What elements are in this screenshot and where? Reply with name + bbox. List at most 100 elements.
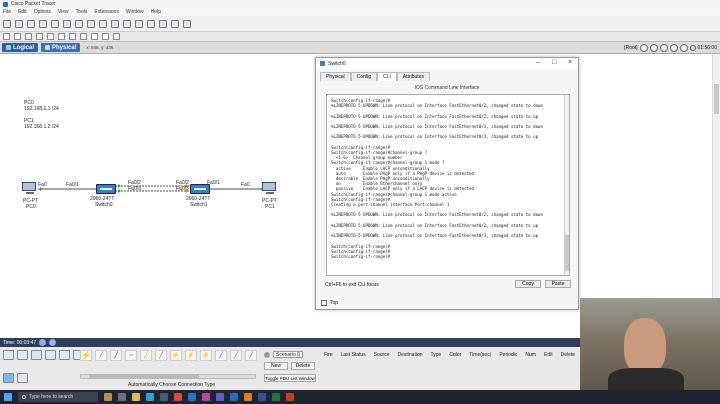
inspect-tool-icon[interactable]: [14, 33, 21, 40]
switch1-device[interactable]: [190, 184, 210, 194]
teams-icon[interactable]: [216, 393, 224, 401]
menu-edit[interactable]: Edit: [18, 9, 27, 15]
undo-icon[interactable]: [87, 19, 95, 28]
fiber-icon[interactable]: ╱: [140, 350, 152, 361]
menu-tools[interactable]: Tools: [75, 9, 88, 15]
console-cable-icon[interactable]: ╱: [95, 350, 107, 361]
menu-extensions[interactable]: Extensions: [94, 9, 119, 15]
draw-line-icon[interactable]: [58, 33, 65, 40]
cli-scrollbar[interactable]: [564, 95, 569, 275]
word-icon[interactable]: [258, 393, 266, 401]
coaxial-icon[interactable]: ⚡: [170, 350, 182, 361]
physical-tab[interactable]: Physical: [41, 43, 81, 52]
file-explorer-icon[interactable]: [132, 393, 140, 401]
firefox-icon[interactable]: [244, 393, 252, 401]
delete-tool-icon[interactable]: [25, 33, 32, 40]
help-icon[interactable]: [183, 19, 191, 28]
select-tool-icon[interactable]: [3, 33, 10, 40]
set-tiled-background-icon[interactable]: [679, 44, 688, 52]
windows-start-icon[interactable]: [4, 393, 12, 401]
open-file-icon[interactable]: [15, 19, 23, 28]
delete-scenario-button[interactable]: Delete: [291, 362, 315, 370]
tab-config[interactable]: Config: [350, 72, 378, 81]
draw-rectangle-icon[interactable]: [69, 33, 76, 40]
cli-console[interactable]: Switch(config-if-range)#%LINEPROTO-5-UPD…: [326, 94, 570, 276]
excel-icon[interactable]: [272, 393, 280, 401]
toggle-pdu-list-button[interactable]: Toggle PDU List Window: [264, 374, 316, 382]
mail-icon[interactable]: [188, 393, 196, 401]
connections-icon[interactable]: [45, 350, 56, 360]
fast-forward-icon[interactable]: [49, 339, 57, 346]
octal-cable-icon[interactable]: ╱: [215, 350, 227, 361]
serial-dte-icon[interactable]: ⚡: [200, 350, 212, 361]
switch0-device[interactable]: [96, 184, 116, 194]
logical-tab[interactable]: Logical: [2, 43, 39, 52]
scrollbar-thumb[interactable]: [714, 84, 719, 114]
print-icon[interactable]: [39, 19, 47, 28]
note-tool-icon[interactable]: [47, 33, 54, 40]
auto-connection-icon[interactable]: ⚡: [80, 350, 92, 361]
iot-custom-cable-icon[interactable]: ╱: [230, 350, 242, 361]
packet-tracer-icon[interactable]: [230, 393, 238, 401]
new-cluster-icon[interactable]: [649, 44, 658, 52]
powerpoint-icon[interactable]: [286, 393, 294, 401]
move-object-icon[interactable]: [659, 44, 668, 52]
misc-icon[interactable]: [59, 350, 70, 360]
workspace-scrollbar[interactable]: [712, 54, 720, 338]
menu-view[interactable]: View: [57, 9, 69, 15]
chrome-icon[interactable]: [174, 393, 182, 401]
zoom-in-icon[interactable]: [111, 19, 119, 28]
tab-physical[interactable]: Physical: [320, 72, 351, 81]
menu-file[interactable]: File: [3, 9, 12, 15]
crossover-icon[interactable]: ┄: [125, 350, 137, 361]
weather-icon[interactable]: [104, 393, 112, 401]
usb-cable-icon[interactable]: ╱: [245, 350, 257, 361]
draw-ellipse-icon[interactable]: [80, 33, 87, 40]
custom-device-icon[interactable]: [159, 19, 167, 28]
save-icon[interactable]: [27, 19, 35, 28]
store-icon[interactable]: [160, 393, 168, 401]
new-file-icon[interactable]: [3, 19, 11, 28]
close-icon[interactable]: ×: [568, 59, 573, 66]
scenario-select[interactable]: Scenario 0: [273, 351, 303, 358]
complex-pdu-icon[interactable]: [113, 33, 120, 40]
cable-scrollbar[interactable]: [80, 374, 256, 379]
viewport-icon[interactable]: [669, 44, 678, 52]
paste-icon[interactable]: [75, 19, 83, 28]
play-icon[interactable]: [39, 339, 47, 346]
maximize-icon[interactable]: □: [552, 59, 557, 66]
minimize-icon[interactable]: –: [536, 59, 540, 66]
phone-cable-icon[interactable]: ╱: [155, 350, 167, 361]
network-devices-icon[interactable]: [3, 350, 14, 360]
copy-button[interactable]: Copy: [515, 280, 541, 288]
resize-tool-icon[interactable]: [36, 33, 43, 40]
paste-button[interactable]: Paste: [545, 280, 571, 288]
simple-pdu-icon[interactable]: [102, 33, 109, 40]
zoom-out-icon[interactable]: [135, 19, 143, 28]
cli-scrollbar-thumb[interactable]: [565, 235, 569, 271]
menu-window[interactable]: Window: [125, 9, 144, 15]
top-checkbox[interactable]: [321, 300, 327, 306]
components-icon[interactable]: [31, 350, 42, 360]
copy-icon[interactable]: [63, 19, 71, 28]
tab-attributes[interactable]: Attributes: [396, 72, 430, 81]
menu-help[interactable]: Help: [150, 9, 161, 15]
redo-icon[interactable]: [99, 19, 107, 28]
cable-scrollbar-thumb[interactable]: [89, 375, 199, 378]
serial-dce-icon[interactable]: ⚡: [185, 350, 197, 361]
new-scenario-button[interactable]: New: [264, 362, 288, 370]
tab-cli[interactable]: CLI: [377, 72, 397, 81]
straight-through-icon[interactable]: ╱: [110, 350, 122, 361]
pc0-device[interactable]: [22, 182, 38, 195]
back-icon[interactable]: [639, 44, 648, 52]
pc1-device[interactable]: [262, 182, 278, 195]
photos-icon[interactable]: [202, 393, 210, 401]
network-info-icon[interactable]: [171, 19, 179, 28]
lightning-icon[interactable]: [3, 373, 14, 383]
edge-icon[interactable]: [146, 393, 154, 401]
menu-options[interactable]: Options: [33, 9, 51, 15]
freeform-icon[interactable]: [91, 33, 98, 40]
end-devices-icon[interactable]: [17, 350, 28, 360]
wizard-icon[interactable]: [51, 19, 59, 28]
task-view-icon[interactable]: [118, 393, 126, 401]
